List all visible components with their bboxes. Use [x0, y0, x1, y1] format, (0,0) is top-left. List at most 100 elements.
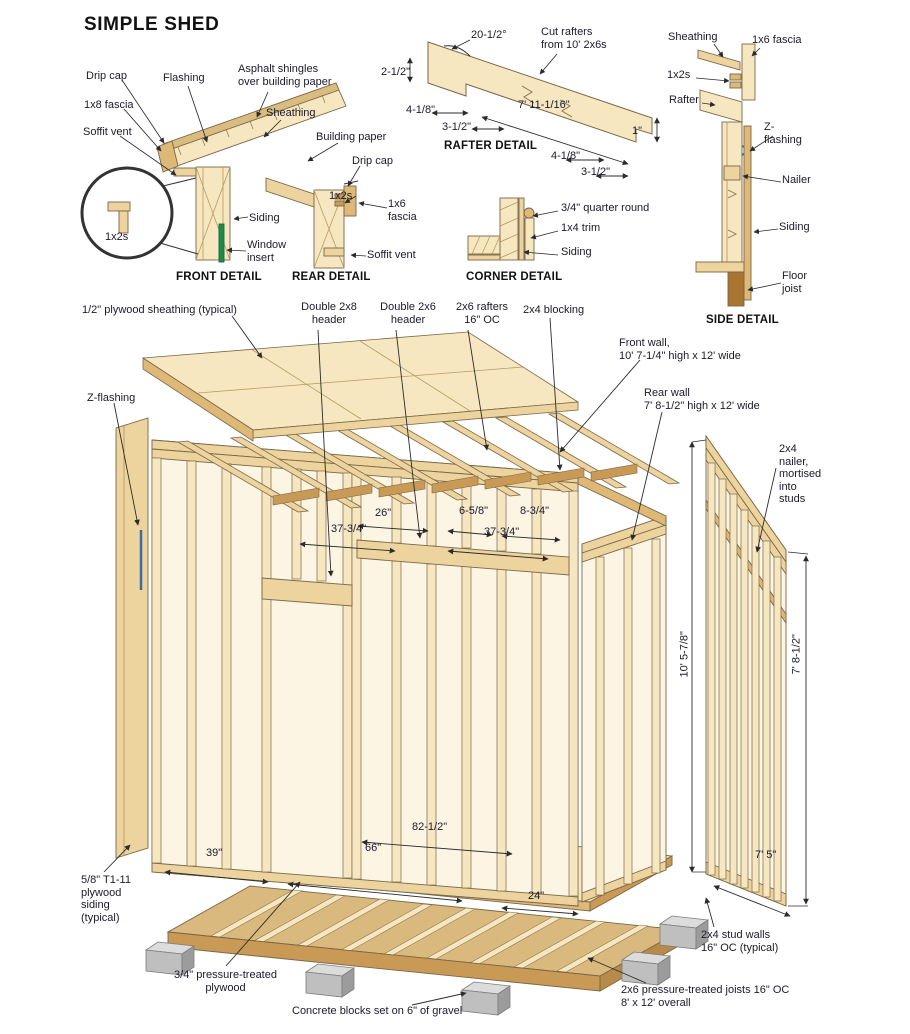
- one-by-two-piece: [118, 210, 129, 234]
- pt-joists-label: 2x6 pressure-treated joists 16" OC 8' x …: [621, 984, 790, 1009]
- roof-fascia-board: [142, 357, 254, 442]
- concrete-block: [460, 981, 512, 1016]
- side-rafter: [699, 89, 743, 123]
- side-wall-framing: [705, 434, 787, 907]
- side-sheathing-label: Sheathing: [668, 31, 718, 43]
- side-top-plate: [577, 473, 667, 527]
- concrete-block: [658, 915, 710, 950]
- rear-detail-caption: REAR DETAIL: [292, 271, 371, 283]
- dim-37-34-left-label: 37-3/4": [331, 523, 367, 535]
- rear-1x2s-label: 1x2s: [329, 190, 353, 202]
- corner-stud: [467, 235, 501, 255]
- dimension-ticks: [691, 439, 809, 907]
- rear-soffit-vent-label: Soffit vent: [367, 249, 416, 261]
- side-siding-label: Siding: [779, 221, 810, 233]
- siding-t111-label: 5/8" T1-11 plywood siding (typical): [81, 874, 131, 924]
- rafters-2x6-label: 2x6 rafters 16" OC: [456, 301, 508, 326]
- front-detail-caption: FRONT DETAIL: [176, 271, 262, 283]
- roof-blocking: [272, 463, 638, 506]
- rear-1x6-fascia-label: 1x6 fascia: [388, 198, 417, 223]
- rafter-dim-1-inch-label: 1": [632, 125, 643, 137]
- floor-board: [695, 261, 745, 273]
- concrete-blocks: [144, 915, 710, 1016]
- z-flashing-label: Z-flashing: [87, 392, 136, 404]
- rafter-end: [265, 177, 315, 208]
- concrete-blocks-label: Concrete blocks set on 6" of gravel: [292, 1005, 463, 1017]
- rear-drip-cap-label: Drip cap: [352, 155, 393, 167]
- roof-assembly: [141, 331, 681, 513]
- front-flashing-label: Flashing: [163, 72, 205, 84]
- side-rafter-label: Rafter: [669, 94, 699, 106]
- corner-siding: [518, 197, 525, 261]
- quarter-round: [523, 207, 535, 219]
- corner-detail-drawing: [467, 197, 535, 261]
- dim-26-label: 26": [375, 507, 392, 519]
- floor-joist-piece: [727, 271, 745, 307]
- front-fascia-board: [156, 140, 179, 173]
- dim-front-wall-height-label: 10' 5-7/8": [678, 631, 691, 678]
- pt-plywood-label: 3/4" pressure-treated plywood: [174, 969, 277, 994]
- corner-1x4-trim-label: 1x4 trim: [561, 222, 601, 234]
- front-drip-cap-label: Drip cap: [86, 70, 127, 82]
- side-stud: [721, 121, 743, 265]
- rafter-dim-lines: [407, 57, 660, 179]
- corner-quarter-round-label: 3/4" quarter round: [561, 202, 650, 214]
- corner-siding-label: Siding: [561, 246, 592, 258]
- concrete-block: [144, 941, 196, 976]
- side-1x2s-label: 1x2s: [667, 69, 691, 81]
- dim-7-5-label: 7' 5": [755, 849, 777, 861]
- corner-siding: [467, 254, 501, 261]
- side-sheathing: [697, 49, 741, 71]
- side-1x6-fascia-label: 1x6 fascia: [752, 34, 802, 46]
- front-wall-framing: [151, 439, 579, 907]
- dim-66-label: 66": [365, 842, 382, 854]
- door-header-2x8: [261, 577, 353, 607]
- front-asphalt-shingles-label: Asphalt shingles over building paper: [238, 63, 332, 88]
- front-wall-label: Front wall, 10' 7-1/4" high x 12' wide: [619, 337, 741, 362]
- corner-detail-caption: CORNER DETAIL: [466, 271, 563, 283]
- side-nailer-label: Nailer: [782, 174, 811, 186]
- dim-8-34-label: 8-3/4": [520, 505, 549, 517]
- roof-rafters: [176, 412, 681, 513]
- siding-panel: [115, 417, 149, 859]
- stud-walls-label: 2x4 stud walls 16" OC (typical): [701, 929, 779, 954]
- nailer-2x4-label: 2x4 nailer, mortised into studs: [779, 443, 822, 506]
- concrete-block: [620, 951, 672, 986]
- side-fascia: [741, 43, 756, 101]
- front-1x8-fascia-label: 1x8 fascia: [84, 99, 134, 111]
- front-building-paper-label: Building paper: [316, 131, 387, 143]
- corner-trim-1x4: [524, 217, 535, 261]
- rafter-detail-caption: RAFTER DETAIL: [444, 140, 538, 152]
- dim-6-58-label: 6-5/8": [459, 505, 488, 517]
- rafter-dim-4-eighth-top-label: 4-1/8": [406, 104, 435, 116]
- side-wall-studs: [707, 462, 782, 902]
- foundation: [166, 885, 684, 992]
- rafter-angle-label: 20-1/2°: [471, 29, 507, 41]
- front-soffit-vent-label: Soffit vent: [83, 126, 132, 138]
- rafter-cut-note-label: Cut rafters from 10' 2x6s: [541, 26, 607, 51]
- front-detail-drawing: [80, 82, 347, 263]
- concrete-block: [304, 963, 356, 998]
- front-sheathing-label: Sheathing: [266, 107, 316, 119]
- rafter-dim-4-eighth-bottom-label: 4-1/8": [551, 150, 580, 162]
- dim-82-12-label: 82-1/2": [412, 821, 448, 833]
- rear-detail-drawing: [265, 177, 359, 269]
- rafter-dim-length-label: 7' 11-1/16": [518, 99, 570, 111]
- dimension-lines: [164, 441, 809, 917]
- dim-37-34-right-label: 37-3/4": [484, 526, 520, 538]
- dim-24-label: 24": [528, 890, 545, 902]
- page-title: SIMPLE SHED: [84, 14, 220, 35]
- floor-joists: [210, 889, 649, 973]
- window-insert-marker: [218, 223, 225, 263]
- dim-39-label: 39": [206, 847, 223, 859]
- rafter-dim-3-half-top-label: 3-1/2": [442, 121, 471, 133]
- front-1x2s-label: 1x2s: [105, 231, 129, 243]
- detail-leader-lines: [119, 39, 782, 292]
- side-detail-caption: SIDE DETAIL: [706, 314, 779, 326]
- blocking-2x4-label: 2x4 blocking: [523, 304, 585, 316]
- side-siding-strip: [743, 125, 752, 301]
- double-2x6-header-label: Double 2x6 header: [380, 301, 436, 326]
- front-siding-label: Siding: [249, 212, 280, 224]
